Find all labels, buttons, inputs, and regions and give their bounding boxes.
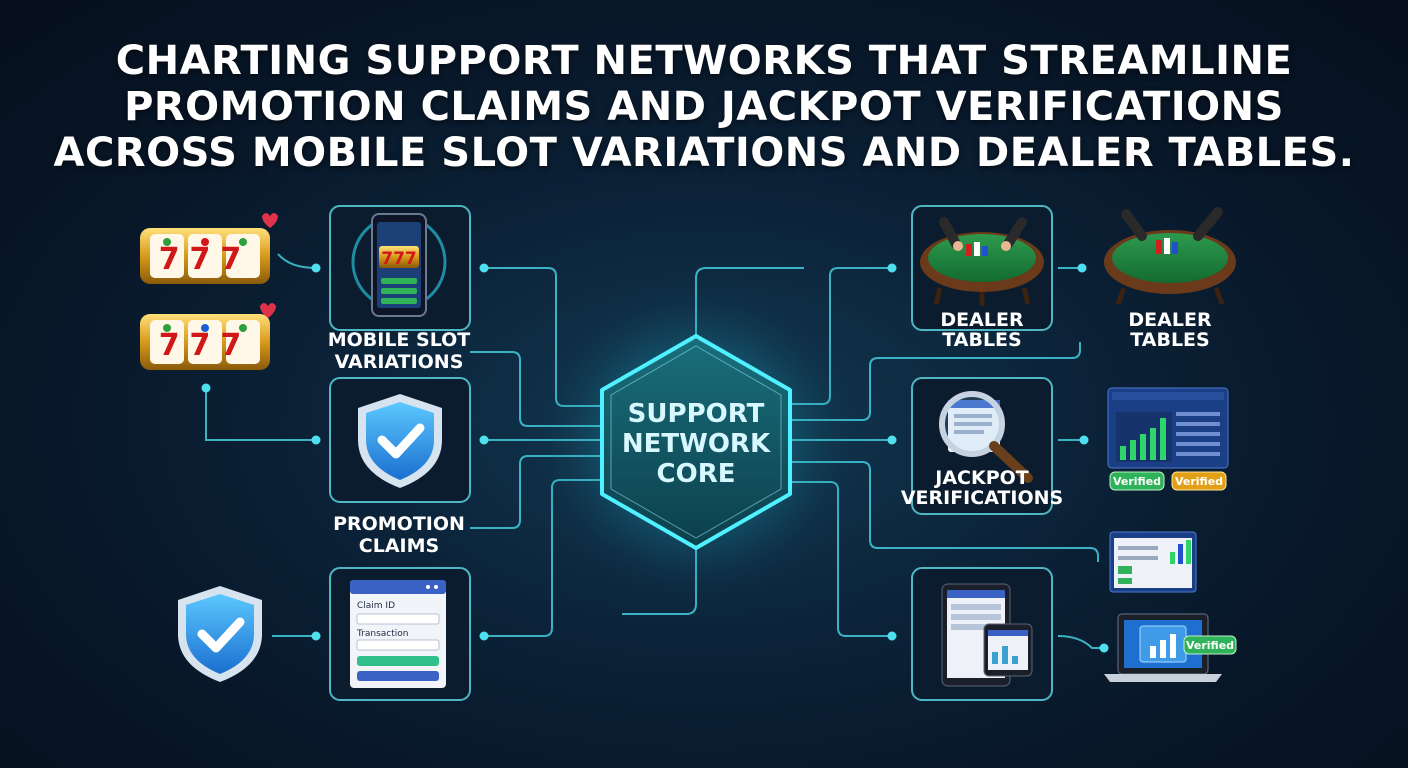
dealer-table-outer-icon bbox=[1104, 207, 1236, 305]
magnifier-icon bbox=[939, 391, 1033, 483]
smartphone-icon: 777 bbox=[371, 213, 427, 317]
verified-badge-gold: Verified bbox=[1171, 471, 1227, 491]
mobile-slot-label-line-2: VARIATIONS bbox=[335, 351, 464, 373]
report-window-icon bbox=[1109, 531, 1197, 593]
claim-form-node[interactable]: Claim ID Transaction bbox=[329, 567, 471, 701]
promotion-label-line-2: CLAIMS bbox=[359, 535, 439, 557]
core-label-line-3: CORE bbox=[657, 459, 736, 489]
verified-badge-laptop: Verified bbox=[1183, 635, 1237, 655]
mobile-slot-label-line-1: MOBILE SLOT bbox=[328, 329, 471, 351]
slot-machine-icon: 777 bbox=[140, 228, 270, 284]
shield-check-icon bbox=[358, 394, 442, 488]
heart-icon bbox=[262, 213, 278, 228]
slot-machine-icon: 777 bbox=[140, 314, 270, 370]
phone-slot-digits: 777 bbox=[381, 249, 417, 269]
title-line-1: CHARTING SUPPORT NETWORKS THAT STREAMLIN… bbox=[115, 38, 1293, 84]
phone-icon bbox=[983, 623, 1033, 677]
heart-icon bbox=[260, 303, 276, 318]
devices-node[interactable] bbox=[911, 567, 1053, 701]
claim-id-label: Claim ID bbox=[357, 601, 395, 611]
svg-text:Verified: Verified bbox=[1175, 475, 1223, 488]
dealer-tables-node[interactable]: DEALER TABLES bbox=[911, 205, 1053, 351]
support-network-core[interactable]: SUPPORT NETWORK CORE bbox=[526, 272, 866, 612]
connector-dots bbox=[201, 263, 1109, 653]
dealer-outer-label-line-2: TABLES bbox=[1130, 329, 1209, 351]
jackpot-label-line-1: JACKPOT bbox=[933, 467, 1029, 489]
dealer-table-icon bbox=[920, 217, 1044, 306]
slot-digits: 777 bbox=[159, 328, 252, 363]
promotion-label-line-1: PROMOTION bbox=[333, 513, 465, 535]
slot-digits: 777 bbox=[159, 242, 252, 277]
claim-form-window: Claim ID Transaction bbox=[350, 580, 446, 688]
shield-check-icon bbox=[178, 586, 262, 682]
promotion-claims-node[interactable]: PROMOTION CLAIMS bbox=[329, 377, 471, 557]
transaction-label: Transaction bbox=[356, 629, 409, 639]
transaction-input[interactable] bbox=[356, 639, 440, 651]
dealer-label-line-2: TABLES bbox=[942, 329, 1021, 351]
dealer-outer-label-line-1: DEALER bbox=[1128, 309, 1212, 331]
svg-text:Verified: Verified bbox=[1113, 475, 1161, 488]
title-line-3: ACROSS MOBILE SLOT VARIATIONS AND DEALER… bbox=[53, 130, 1355, 176]
laptop-icon bbox=[1104, 613, 1222, 682]
mobile-slot-variations-node[interactable]: 777 MOBILE SLOT VARIATIONS bbox=[328, 205, 471, 373]
svg-text:Verified: Verified bbox=[1186, 639, 1234, 652]
claim-secondary-button[interactable] bbox=[357, 671, 439, 681]
core-label-line-2: NETWORK bbox=[622, 429, 771, 459]
page-title: CHARTING SUPPORT NETWORKS THAT STREAMLIN… bbox=[0, 38, 1408, 176]
claim-submit-button[interactable] bbox=[357, 656, 439, 666]
title-line-2: PROMOTION CLAIMS AND JACKPOT VERIFICATIO… bbox=[124, 84, 1284, 130]
verified-badge-green: Verified bbox=[1109, 471, 1165, 491]
dashboard-icon bbox=[1107, 387, 1229, 469]
dealer-label-line-1: DEALER bbox=[940, 309, 1024, 331]
core-label-line-1: SUPPORT bbox=[628, 399, 765, 429]
jackpot-label-line-2: VERIFICATIONS bbox=[901, 487, 1063, 509]
jackpot-verifications-node[interactable]: JACKPOT VERIFICATIONS bbox=[901, 377, 1063, 515]
claim-id-input[interactable] bbox=[356, 613, 440, 625]
